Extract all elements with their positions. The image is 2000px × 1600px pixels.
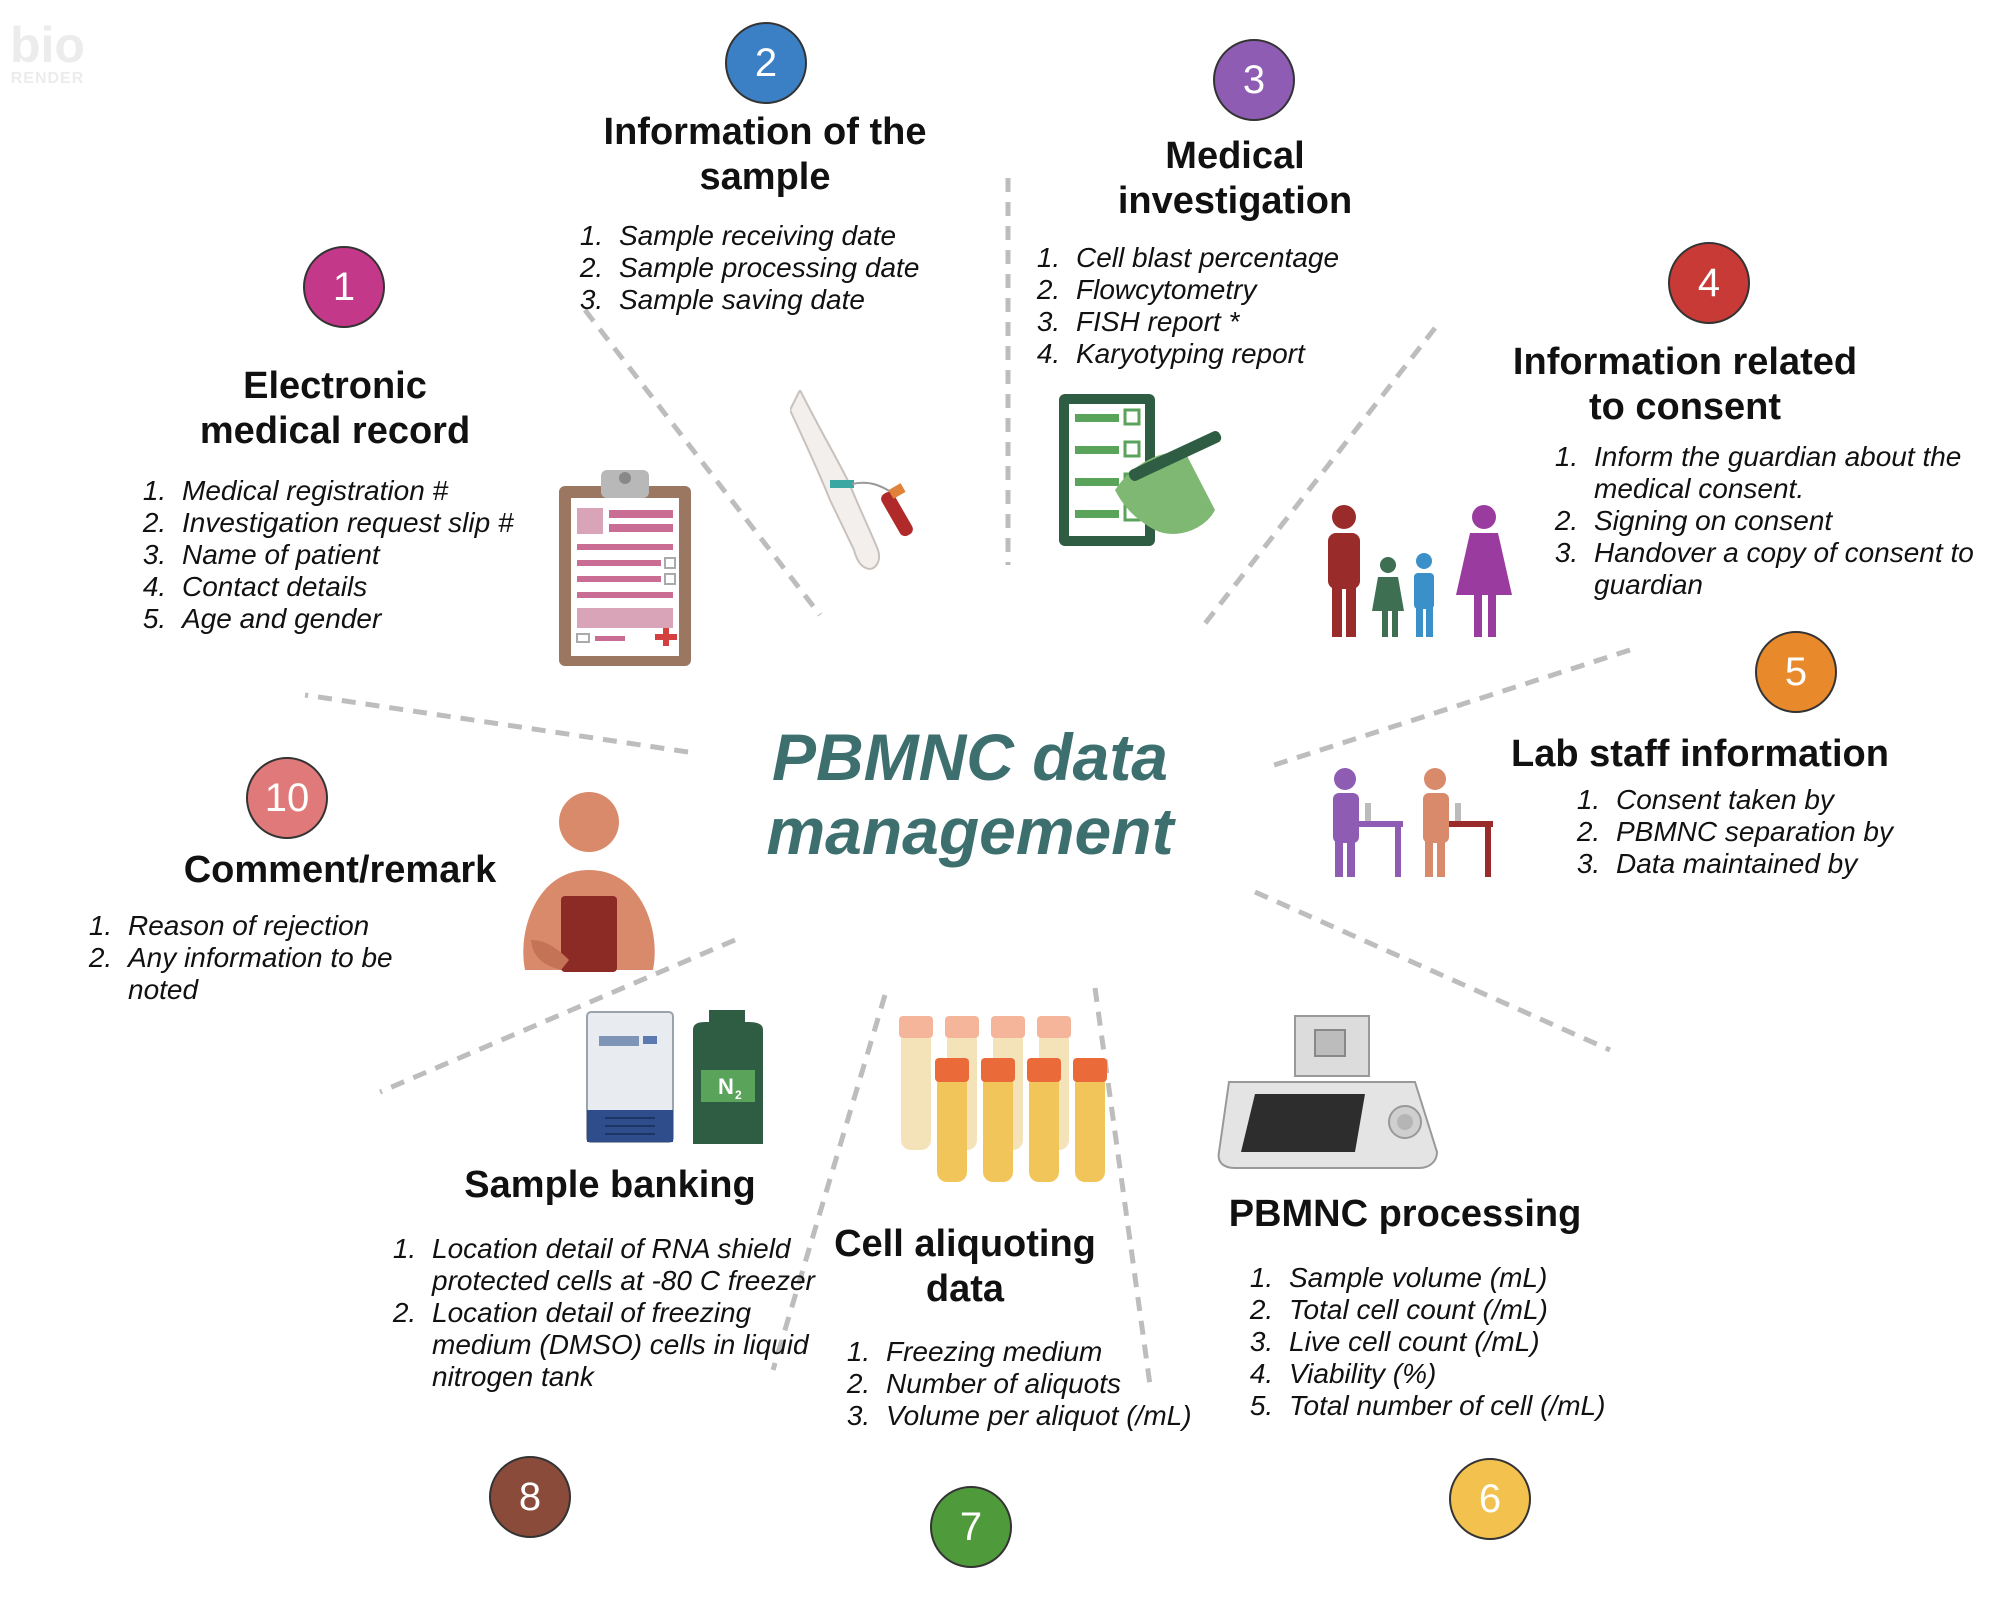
center-title-line2: management bbox=[766, 794, 1174, 868]
section-4-list: Inform the guardian about the medical co… bbox=[1530, 441, 1986, 601]
section-1-title-line1: Electronic bbox=[243, 365, 427, 407]
badge-8: 8 bbox=[489, 1456, 571, 1538]
section-3-title-line1: Medical bbox=[1165, 135, 1305, 177]
cell-counter-icon bbox=[1217, 1015, 1439, 1169]
list-item: Signing on consent bbox=[1586, 505, 1986, 537]
section-2-title-line2: sample bbox=[699, 156, 831, 198]
list-item: Any information to be noted bbox=[120, 942, 460, 1006]
section-7-title-line1: Cell aliquoting bbox=[834, 1223, 1096, 1265]
list-item: Flowcytometry bbox=[1068, 274, 1488, 306]
list-item: Data maintained by bbox=[1608, 848, 1988, 880]
section-6-title-line1: PBMNC processing bbox=[1228, 1193, 1582, 1235]
checklist-hand-icon bbox=[1059, 394, 1222, 546]
list-item: Number of aliquots bbox=[878, 1368, 1208, 1400]
section-1-title: Electronic medical record bbox=[150, 364, 520, 454]
freezer-icon bbox=[586, 1011, 674, 1143]
list-item: Reason of rejection bbox=[120, 910, 460, 942]
section-7-title: Cell aliquoting data bbox=[800, 1222, 1130, 1312]
list-item: Sample receiving date bbox=[611, 220, 1051, 252]
section-8-title: Sample banking bbox=[430, 1163, 790, 1208]
section-7-list: Freezing medium Number of aliquots Volum… bbox=[822, 1336, 1208, 1432]
center-title-line1: PBMNC data bbox=[771, 720, 1169, 794]
list-item: PBMNC separation by bbox=[1608, 816, 1988, 848]
section-1-title-line2: medical record bbox=[199, 410, 471, 452]
list-item: Cell blast percentage bbox=[1068, 242, 1488, 274]
section-2-list: Sample receiving date Sample processing … bbox=[555, 220, 1051, 316]
person-reading-icon bbox=[523, 792, 655, 972]
list-item: Total cell count (/mL) bbox=[1281, 1294, 1721, 1326]
section-5-list: Consent taken by PBMNC separation by Dat… bbox=[1552, 784, 1988, 880]
blood-draw-arm-icon bbox=[790, 390, 913, 570]
list-item: Location detail of freezing medium (DMSO… bbox=[424, 1297, 824, 1393]
section-6-title: PBMNC processing bbox=[1200, 1192, 1610, 1237]
section-5-title: Lab staff information bbox=[1490, 732, 1910, 777]
n2-label: N bbox=[718, 1074, 734, 1099]
list-item: Name of patient bbox=[174, 539, 644, 571]
section-6-list: Sample volume (mL) Total cell count (/mL… bbox=[1225, 1262, 1721, 1422]
section-10-list: Reason of rejection Any information to b… bbox=[64, 910, 460, 1006]
section-10-title-line1: Comment/remark bbox=[183, 849, 497, 891]
section-2-title-line1: Information of the bbox=[603, 111, 927, 153]
list-item: Viability (%) bbox=[1281, 1358, 1721, 1390]
list-item: Freezing medium bbox=[878, 1336, 1208, 1368]
section-4-title-line2: to consent bbox=[1588, 386, 1782, 428]
badge-6: 6 bbox=[1449, 1458, 1531, 1540]
section-2-title: Information of the sample bbox=[580, 110, 950, 200]
section-4-title: Information related to consent bbox=[1480, 340, 1890, 430]
list-item: Contact details bbox=[174, 571, 644, 603]
section-3-list: Cell blast percentage Flowcytometry FISH… bbox=[1012, 242, 1488, 370]
list-item: Live cell count (/mL) bbox=[1281, 1326, 1721, 1358]
list-item: Sample volume (mL) bbox=[1281, 1262, 1721, 1294]
section-5-title-line1: Lab staff information bbox=[1511, 733, 1889, 775]
section-1-list: Medical registration # Investigation req… bbox=[118, 475, 644, 635]
badge-5: 5 bbox=[1755, 631, 1837, 713]
nitrogen-tank-icon: N 2 bbox=[693, 1010, 763, 1144]
section-4-title-line1: Information related bbox=[1512, 341, 1858, 383]
list-item: FISH report * bbox=[1068, 306, 1488, 338]
list-item: Medical registration # bbox=[174, 475, 644, 507]
list-item: Sample processing date bbox=[611, 252, 1051, 284]
section-7-title-line2: data bbox=[925, 1268, 1005, 1310]
cryo-tubes-icon bbox=[899, 1016, 1107, 1182]
badge-3: 3 bbox=[1213, 39, 1295, 121]
list-item: Sample saving date bbox=[611, 284, 1051, 316]
svg-text:2: 2 bbox=[735, 1088, 742, 1102]
lab-staff-icon bbox=[1333, 768, 1493, 877]
section-8-title-line1: Sample banking bbox=[464, 1164, 756, 1206]
badge-2: 2 bbox=[725, 22, 807, 104]
section-10-title: Comment/remark bbox=[170, 848, 510, 893]
list-item: Location detail of RNA shield protected … bbox=[424, 1233, 824, 1297]
list-item: Inform the guardian about the medical co… bbox=[1586, 441, 1986, 505]
watermark-logo: bio bbox=[10, 17, 85, 73]
section-3-title: Medical investigation bbox=[1060, 134, 1410, 224]
list-item: Volume per aliquot (/mL) bbox=[878, 1400, 1208, 1432]
family-icon bbox=[1328, 505, 1512, 637]
list-item: Consent taken by bbox=[1608, 784, 1988, 816]
list-item: Age and gender bbox=[174, 603, 644, 635]
list-item: Total number of cell (/mL) bbox=[1281, 1390, 1721, 1422]
clipboard-icon bbox=[559, 470, 691, 666]
badge-1: 1 bbox=[303, 246, 385, 328]
list-item: Karyotyping report bbox=[1068, 338, 1488, 370]
biorender-watermark: bio RENDER bbox=[0, 20, 95, 88]
watermark-text: RENDER bbox=[10, 70, 85, 87]
section-3-title-line2: investigation bbox=[1117, 180, 1353, 222]
badge-4: 4 bbox=[1668, 242, 1750, 324]
section-8-list: Location detail of RNA shield protected … bbox=[368, 1233, 824, 1393]
list-item: Investigation request slip # bbox=[174, 507, 644, 539]
badge-7: 7 bbox=[930, 1486, 1012, 1568]
list-item: Handover a copy of consent to guardian bbox=[1586, 537, 1986, 601]
badge-10: 10 bbox=[246, 757, 328, 839]
center-title: PBMNC data management bbox=[720, 720, 1220, 868]
